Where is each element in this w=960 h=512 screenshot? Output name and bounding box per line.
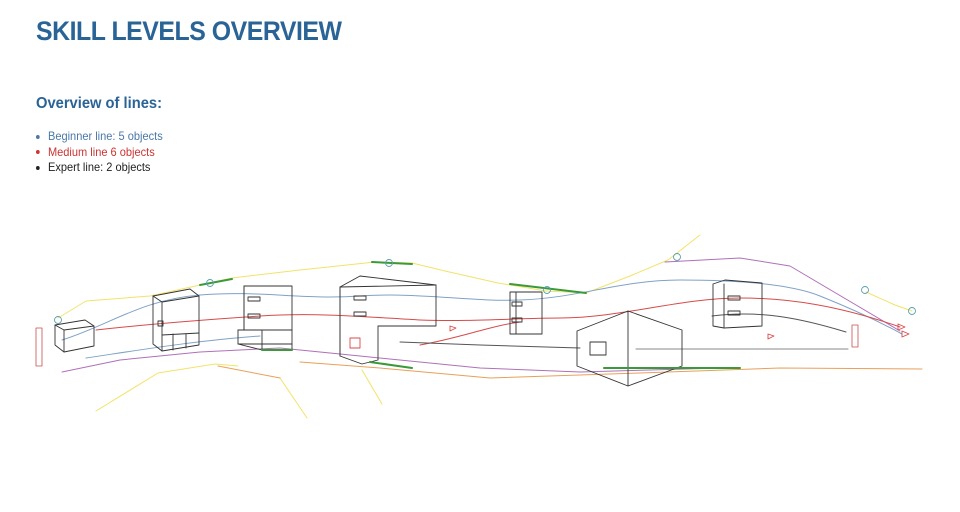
legend-label-beginner: Beginner line: 5 objects — [47, 129, 163, 143]
boundary-right-yellow — [865, 291, 913, 312]
finish-sign — [851, 324, 859, 348]
beginner-line — [61, 279, 903, 341]
waypoint-icon — [54, 316, 62, 324]
medium-line-branch — [419, 321, 521, 346]
waypoint-icon — [543, 286, 551, 294]
bullet-icon — [36, 150, 40, 155]
triangle-marker-icon — [897, 323, 906, 331]
section-subtitle: Overview of lines: — [36, 95, 162, 112]
obstacle-box-5 — [509, 291, 543, 335]
boundary-bottom-orange — [217, 365, 281, 379]
obstacle-box-4 — [339, 275, 437, 365]
triangle-marker-icon — [449, 325, 457, 332]
obstacle-box-2 — [152, 288, 200, 352]
waypoint-icon — [861, 286, 869, 294]
waypoint-icon — [385, 259, 393, 267]
expert-line-2 — [711, 313, 847, 333]
obstacle-box-6 — [712, 279, 763, 329]
legend-item-beginner: Beginner line: 5 objects — [36, 129, 163, 145]
obstacles — [54, 275, 763, 387]
legend-label-medium: Medium line 6 objects — [47, 144, 155, 159]
obstacle-hexagon — [576, 310, 683, 387]
boundary-top-yellow — [57, 234, 701, 319]
lines-legend: Beginner line: 5 objects Medium line 6 o… — [36, 129, 163, 176]
expert-line — [399, 341, 581, 349]
triangle-marker-icon — [767, 333, 775, 340]
waypoint-icon — [673, 253, 681, 261]
obstacle-box-1 — [54, 319, 95, 353]
purple-line — [61, 257, 901, 373]
boundary-bottom-orange-2 — [299, 361, 923, 379]
boundary-bottom-yellow-3 — [361, 369, 383, 405]
triangle-marker-icon — [901, 330, 910, 338]
ramp-edges — [199, 261, 741, 369]
bullet-icon — [36, 165, 40, 170]
waypoint-icon — [908, 307, 916, 315]
boundary-bottom-yellow-2 — [279, 377, 308, 419]
medium-line — [95, 297, 901, 331]
bullet-icon — [36, 134, 40, 139]
legend-label-expert: Expert line: 2 objects — [47, 160, 151, 174]
page-title: SKILL LEVELS OVERVIEW — [36, 16, 342, 46]
obstacle-box-3 — [237, 285, 293, 351]
legend-item-medium: Medium line 6 objects — [36, 145, 163, 161]
legend-item-expert: Expert line: 2 objects — [36, 160, 163, 176]
start-sign — [35, 327, 43, 367]
waypoint-icon — [206, 279, 214, 287]
waypoint-markers — [54, 253, 916, 324]
park-boundary — [57, 234, 923, 419]
boundary-bottom-yellow — [95, 363, 239, 412]
direction-markers — [449, 323, 910, 340]
beginner-line-lower — [85, 335, 261, 359]
